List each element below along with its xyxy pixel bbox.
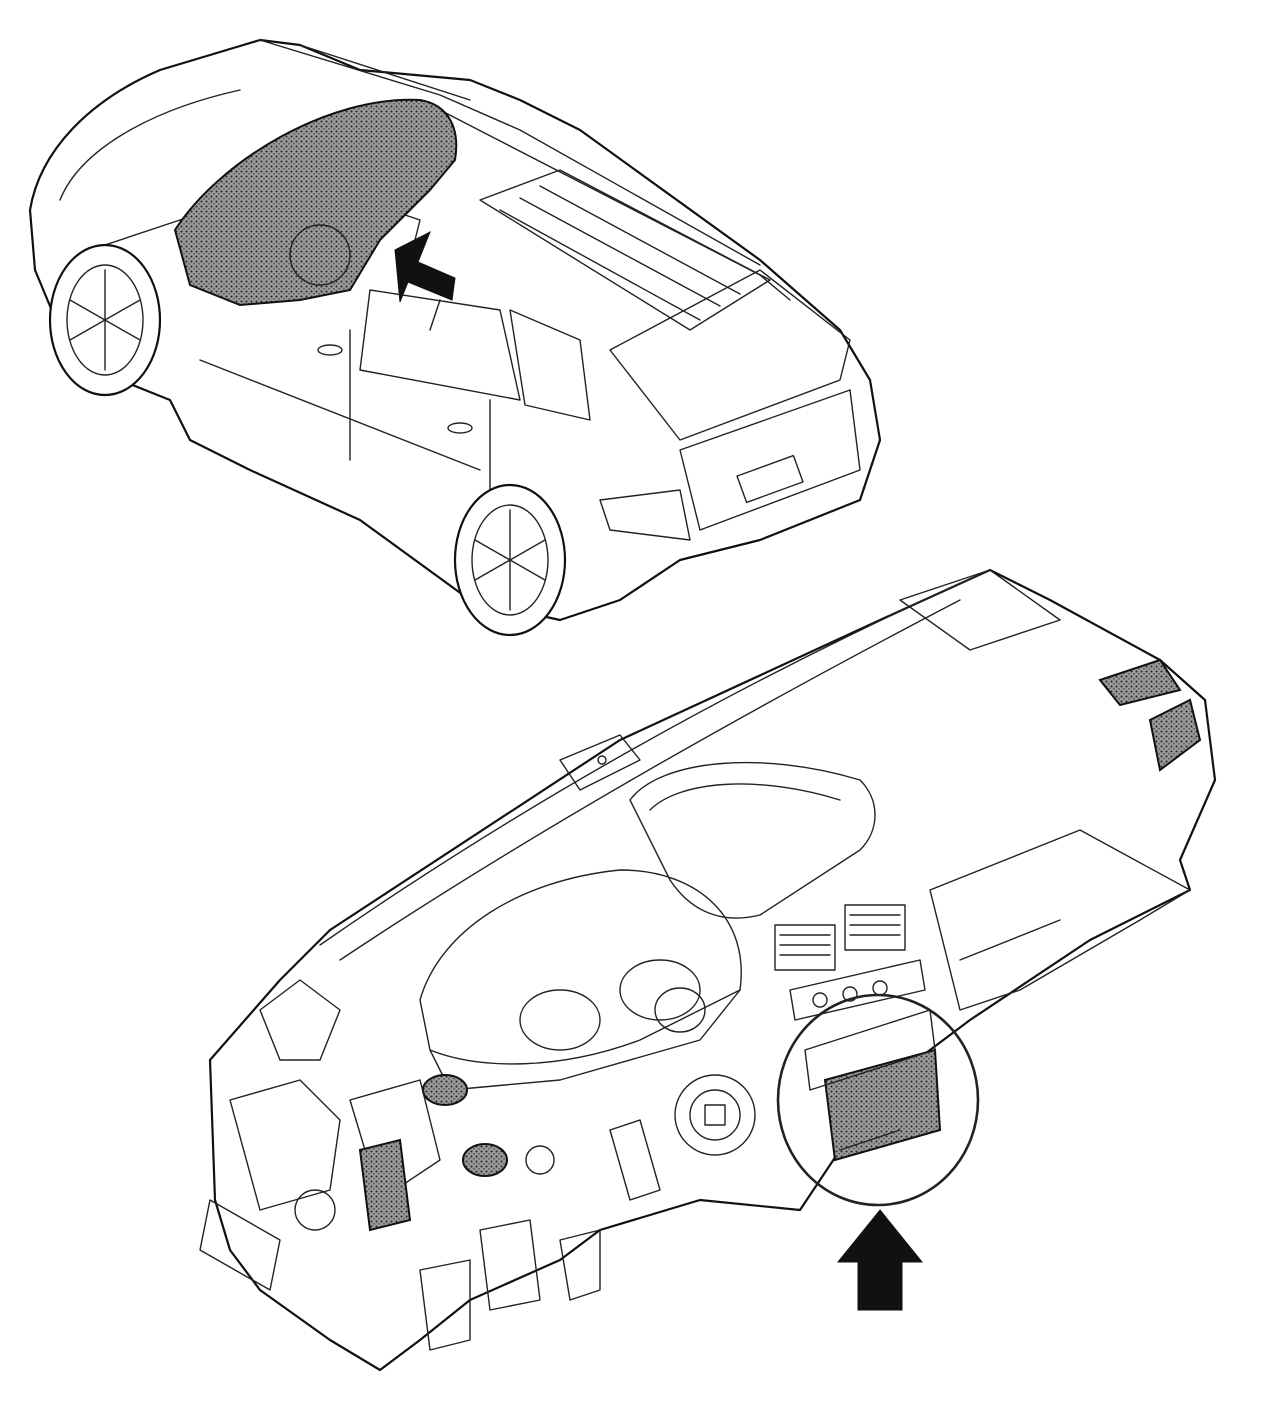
rear-wheel <box>453 483 567 637</box>
dashboard-detail <box>199 568 1217 1372</box>
front-wheel <box>48 243 162 397</box>
dashboard-body <box>208 568 1217 1372</box>
arrow-to-center-console <box>836 1209 924 1311</box>
arrow-to-dashboard <box>394 230 456 331</box>
dashboard-highlight <box>173 98 458 307</box>
detail-circle <box>776 993 980 1207</box>
vehicle-overview <box>28 38 882 637</box>
console-highlight <box>823 1048 942 1162</box>
